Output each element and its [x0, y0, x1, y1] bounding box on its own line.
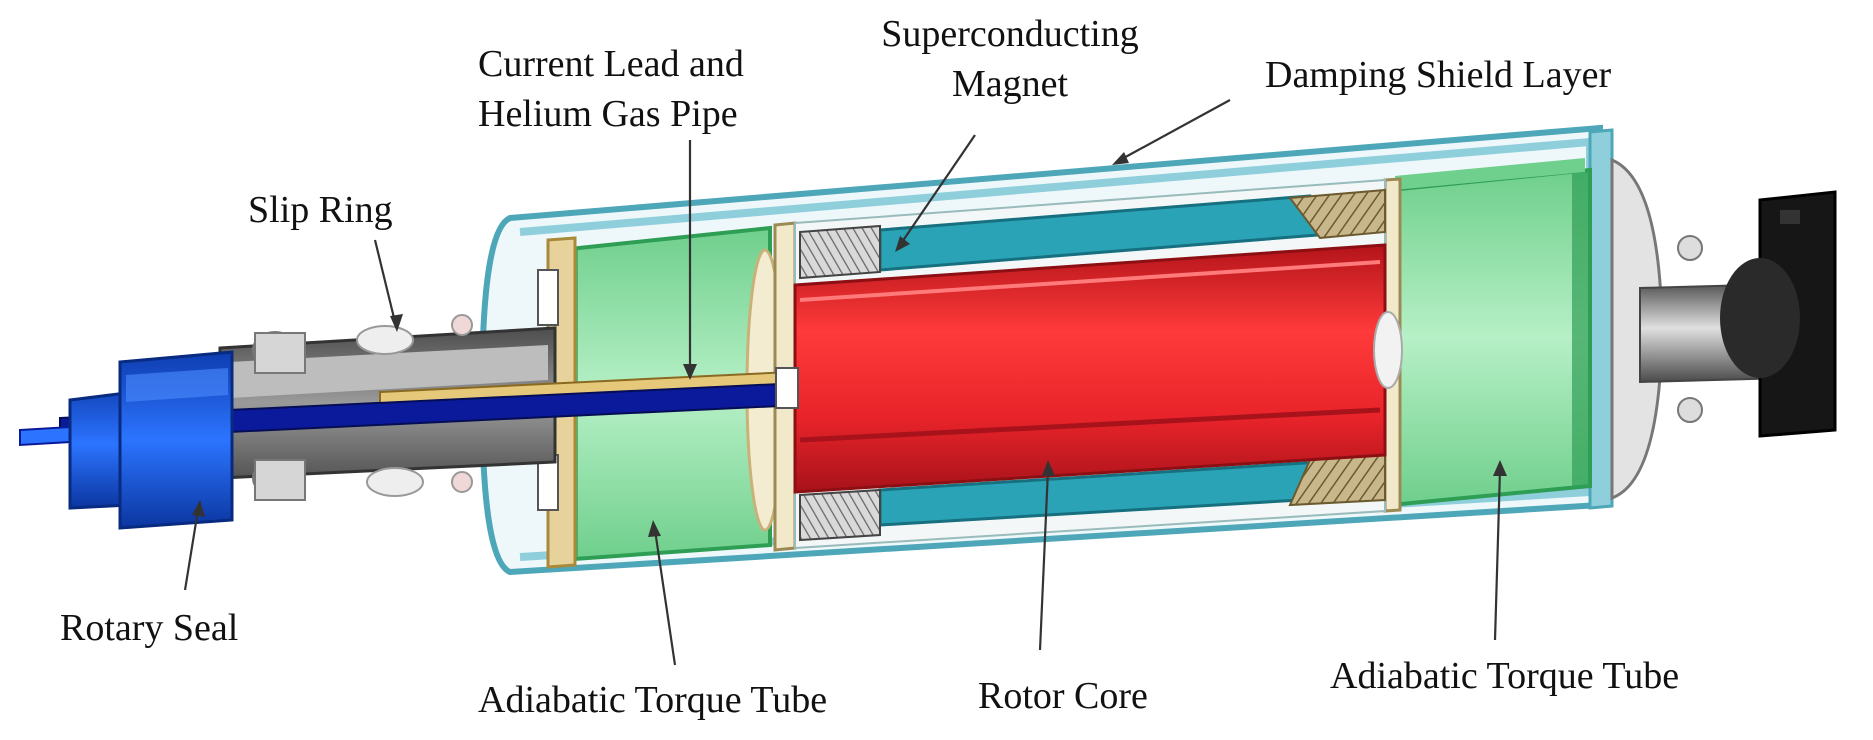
label-damping-shield-layer: Damping Shield Layer — [1265, 54, 1611, 96]
label-adiabatic-torque-tube-left: Adiabatic Torque Tube — [478, 679, 827, 721]
label-rotary-seal: Rotary Seal — [60, 607, 238, 649]
rotary-seal — [68, 350, 234, 530]
label-superconducting-magnet-line1: Superconducting — [881, 13, 1139, 55]
adiabatic-torque-tube-right — [1388, 158, 1592, 508]
leader-lines — [183, 99, 1507, 666]
black-coupling-flange — [1720, 190, 1837, 438]
label-current-lead-line2: Helium Gas Pipe — [478, 93, 738, 135]
label-superconducting-magnet-line2: Magnet — [952, 63, 1069, 105]
slip-ring — [252, 314, 473, 501]
label-current-lead-line1: Current Lead and — [478, 43, 744, 85]
label-rotor-core: Rotor Core — [978, 675, 1148, 717]
rotor-core-assembly — [773, 177, 1403, 552]
label-slip-ring: Slip Ring — [248, 189, 393, 231]
label-adiabatic-torque-tube-right: Adiabatic Torque Tube — [1330, 655, 1679, 697]
